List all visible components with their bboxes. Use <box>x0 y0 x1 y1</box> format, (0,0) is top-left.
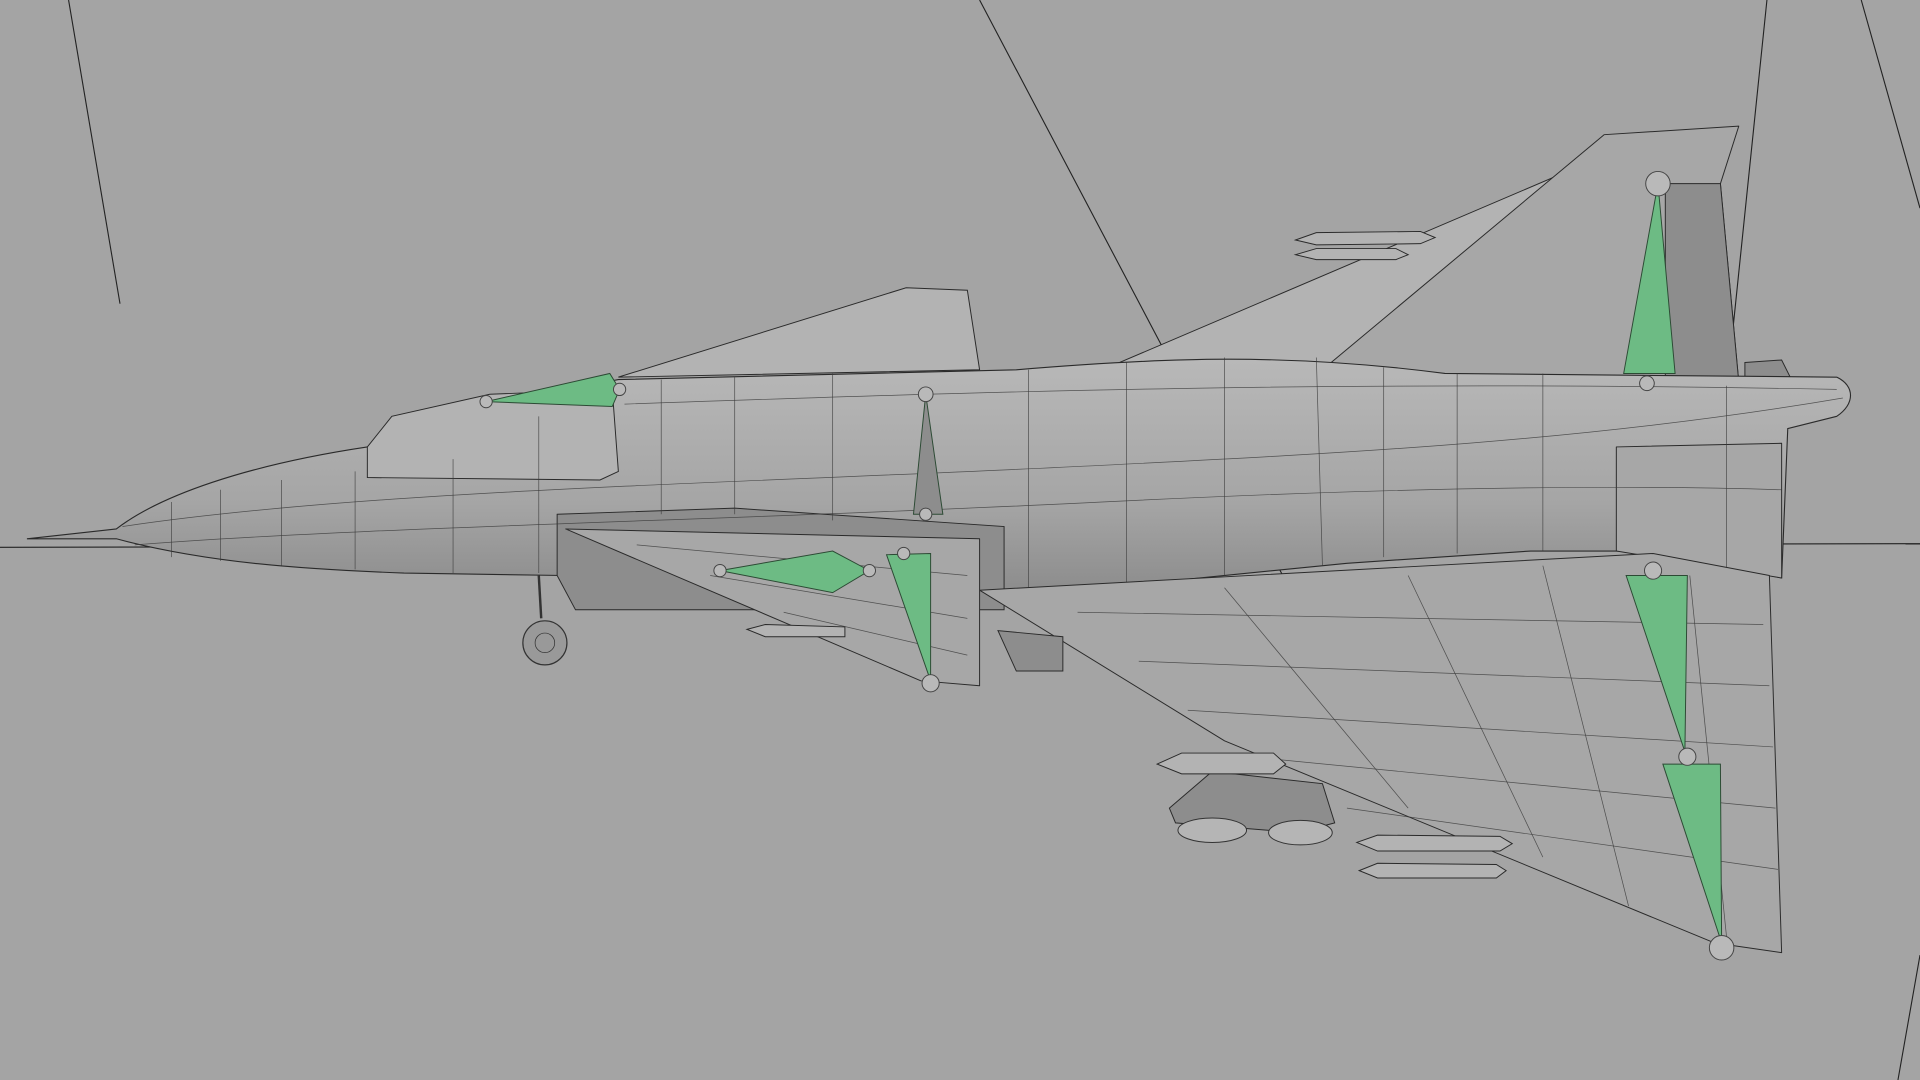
skeleton-bones[interactable] <box>479 170 1735 961</box>
dorsal-canard[interactable] <box>618 287 981 378</box>
near-wing-wireframe <box>1077 565 1779 937</box>
far-wing-missiles <box>1293 230 1437 261</box>
nose-landing-gear[interactable] <box>522 575 568 666</box>
near-wing[interactable] <box>979 552 1783 954</box>
main-landing-gear[interactable] <box>1168 770 1336 846</box>
bone-tail <box>1623 183 1676 374</box>
canopy[interactable] <box>366 388 619 481</box>
near-wing-missiles[interactable] <box>745 623 1514 879</box>
jet-model[interactable] <box>26 125 1852 954</box>
fuselage-wireframe <box>122 357 1843 598</box>
bone-joints[interactable] <box>479 170 1735 961</box>
